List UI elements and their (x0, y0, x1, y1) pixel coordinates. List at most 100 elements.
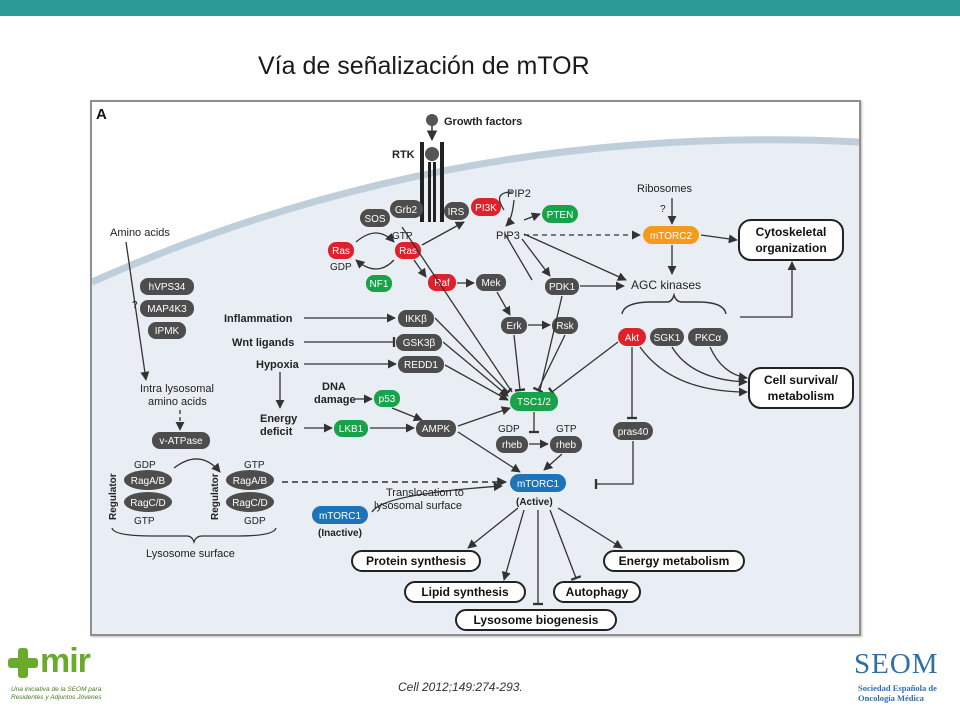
node-rsk: Rsk (552, 317, 578, 334)
svg-text:Protein synthesis: Protein synthesis (366, 554, 466, 568)
node-vatpase: v-ATPase (152, 432, 210, 449)
node-grb2: Grb2 (390, 200, 423, 218)
svg-text:LKB1: LKB1 (339, 424, 364, 435)
regulator-left: Regulator (108, 473, 119, 520)
ras-gtp-label: GTP (392, 231, 413, 242)
svg-text:Rsk: Rsk (556, 321, 574, 332)
intra-lysosomal-label-2: amino acids (148, 396, 207, 408)
rtk-receptor-right (440, 142, 444, 222)
pathway-diagram: A Growth factors RTK SOS Grb2 IRS PI3K P… (92, 106, 859, 634)
svg-text:TSC1/2: TSC1/2 (517, 397, 551, 408)
node-tsc12: TSC1/2 (510, 392, 558, 411)
amino-question: ? (132, 300, 138, 311)
panel-label: A (96, 106, 107, 123)
node-pkca: PKCα (688, 328, 728, 346)
svg-text:RagC/D: RagC/D (232, 498, 268, 509)
svg-text:Grb2: Grb2 (395, 205, 418, 216)
svg-text:Energy metabolism: Energy metabolism (619, 554, 730, 568)
node-erk: Erk (501, 317, 527, 334)
rtk-bound-ligand (425, 147, 439, 161)
node-ragab-left: RagA/B (124, 470, 172, 490)
node-pi3k: PI3K (471, 198, 501, 216)
pip3-label: PIP3 (496, 230, 520, 242)
svg-text:Raf: Raf (434, 278, 450, 289)
rag-right-gtp: GTP (244, 460, 265, 471)
ribosomes-label: Ribosomes (637, 183, 693, 195)
energy-label-1: Energy (260, 413, 298, 425)
svg-text:mTORC1: mTORC1 (319, 511, 361, 522)
seom-logo-subtitle: Sociedad Española de Oncología Médica (858, 683, 937, 703)
lysosome-surface-label: Lysosome surface (146, 548, 235, 560)
svg-text:GSK3β: GSK3β (403, 338, 436, 349)
node-mtorc2: mTORC2 (643, 226, 699, 244)
svg-text:p53: p53 (379, 394, 396, 405)
growth-factors-label: Growth factors (444, 116, 522, 128)
svg-text:mTORC1: mTORC1 (517, 479, 559, 490)
ras-gdp-label: GDP (330, 262, 352, 273)
rag-left-gdp: GDP (134, 460, 156, 471)
mir-logo-subtitle: Una iniciativa de la SEOM para Residente… (11, 686, 102, 701)
svg-text:RagC/D: RagC/D (130, 498, 166, 509)
growth-factor-ligand (426, 114, 438, 126)
node-raf: Raf (428, 274, 456, 291)
svg-text:REDD1: REDD1 (404, 360, 438, 371)
node-map4k3: MAP4K3 (140, 300, 194, 317)
svg-text:Cell survival/: Cell survival/ (764, 373, 839, 387)
slide-title: Vía de señalización de mTOR (258, 52, 590, 80)
agc-kinases-label: AGC kinases (631, 278, 701, 292)
pip2-label: PIP2 (507, 188, 531, 200)
inflammation-label: Inflammation (224, 313, 293, 325)
node-sos: SOS (360, 209, 390, 227)
svg-text:organization: organization (755, 241, 826, 255)
wnt-ligands-label: Wnt ligands (232, 337, 294, 349)
top-accent-bar (0, 0, 960, 16)
svg-text:Lipid synthesis: Lipid synthesis (421, 585, 509, 599)
autophagy-box: Autophagy (553, 581, 641, 603)
svg-text:RagA/B: RagA/B (131, 476, 166, 487)
cytoskeletal-organization-box: Cytoskeletal organization (738, 219, 844, 261)
amino-acids-label: Amino acids (110, 227, 170, 239)
node-ragcd-left: RagC/D (124, 492, 172, 512)
node-rheb-gtp: rheb (550, 436, 582, 453)
node-mtorc1-inactive: mTORC1 (312, 506, 368, 524)
mtor-pathway-figure: A Growth factors RTK SOS Grb2 IRS PI3K P… (90, 100, 861, 636)
inactive-label: (Inactive) (318, 528, 362, 539)
node-sgk1: SGK1 (650, 328, 684, 346)
node-gsk3b: GSK3β (396, 334, 442, 351)
svg-text:Autophagy: Autophagy (566, 585, 629, 599)
node-lkb1: LKB1 (334, 420, 368, 437)
energy-label-2: deficit (260, 426, 293, 438)
svg-text:AMPK: AMPK (422, 424, 451, 435)
citation: Cell 2012;149:274-293. (398, 680, 523, 694)
regulator-right: Regulator (210, 473, 221, 520)
node-mek: Mek (476, 274, 506, 291)
svg-text:Mek: Mek (482, 278, 502, 289)
svg-text:IKKβ: IKKβ (405, 314, 427, 325)
rag-right-gdp: GDP (244, 516, 266, 527)
rag-left-gtp: GTP (134, 516, 155, 527)
svg-text:PDK1: PDK1 (549, 282, 576, 293)
rheb-gdp-label: GDP (498, 424, 520, 435)
rheb-gtp-label: GTP (556, 424, 577, 435)
dna-label-2: damage (314, 394, 356, 406)
lysosome-biogenesis-box: Lysosome biogenesis (455, 609, 617, 631)
node-ragab-right: RagA/B (226, 470, 274, 490)
svg-text:Cytoskeletal: Cytoskeletal (756, 225, 827, 239)
svg-text:Ras: Ras (332, 246, 350, 257)
svg-text:NF1: NF1 (370, 279, 389, 290)
node-ragcd-right: RagC/D (226, 492, 274, 512)
node-hvps34: hVPS34 (140, 278, 194, 295)
node-ampk: AMPK (416, 420, 456, 437)
svg-text:metabolism: metabolism (768, 389, 835, 403)
cell-survival-box: Cell survival/ metabolism (748, 367, 854, 409)
node-ipmk: IPMK (148, 322, 186, 339)
svg-text:IRS: IRS (448, 207, 465, 218)
translocation-label-1: Translocation to (386, 487, 464, 499)
cell-membrane (92, 136, 859, 286)
svg-text:pras40: pras40 (618, 427, 649, 438)
node-rheb-gdp: rheb (496, 436, 528, 453)
svg-text:mTORC2: mTORC2 (650, 231, 692, 242)
node-pten: PTEN (542, 205, 578, 223)
svg-text:Lysosome biogenesis: Lysosome biogenesis (474, 613, 599, 627)
svg-text:RagA/B: RagA/B (233, 476, 268, 487)
